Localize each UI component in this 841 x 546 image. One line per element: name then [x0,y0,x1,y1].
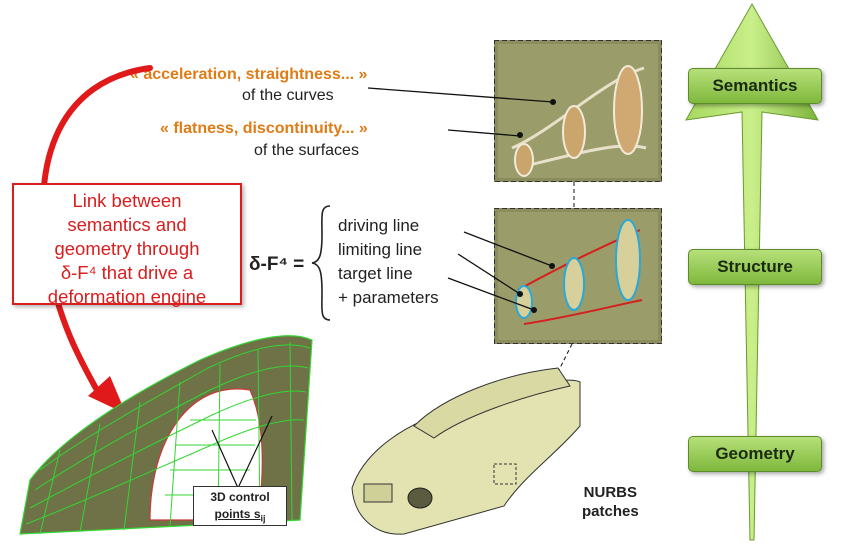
control-points-subscript: ij [260,513,266,524]
link-line-2: semantics and [67,214,187,235]
surfaces-criteria-label: « flatness, discontinuity... » [160,120,368,137]
formula-items: driving line limiting line target line +… [338,214,439,310]
control-points-line-1: 3D control [210,490,270,504]
formula-label: δ-F⁴ = [249,254,305,275]
control-points-label: 3D control points sij [193,486,287,526]
target-line-label: target line [338,264,413,283]
level-semantics: Semantics [688,68,822,104]
limiting-line-label: limiting line [338,240,423,259]
curves-criteria-label: « acceleration, straightness... » [130,66,368,83]
car-model [351,367,581,535]
link-line-4: δ-F⁴ that drive a [60,262,194,283]
nurbs-label: NURBS patches [582,483,639,521]
structure-panel [494,208,662,344]
level-structure: Structure [688,249,822,285]
parameters-label: + parameters [338,288,439,307]
curves-caption: of the curves [242,87,334,104]
nurbs-line-2: patches [582,503,639,520]
semantic-photo-panel [494,40,662,182]
link-description-box: Link between semantics and geometry thro… [12,183,242,307]
surfaces-caption: of the surfaces [254,142,359,159]
brace-icon [311,205,331,321]
level-geometry: Geometry [688,436,822,472]
link-line-5: deformation engine [47,286,207,307]
link-line-3: geometry through [54,238,200,259]
driving-line-label: driving line [338,216,420,235]
link-line-1: Link between [72,190,182,211]
control-points-line-2: points s [214,507,261,521]
nurbs-line-1: NURBS [583,484,638,501]
